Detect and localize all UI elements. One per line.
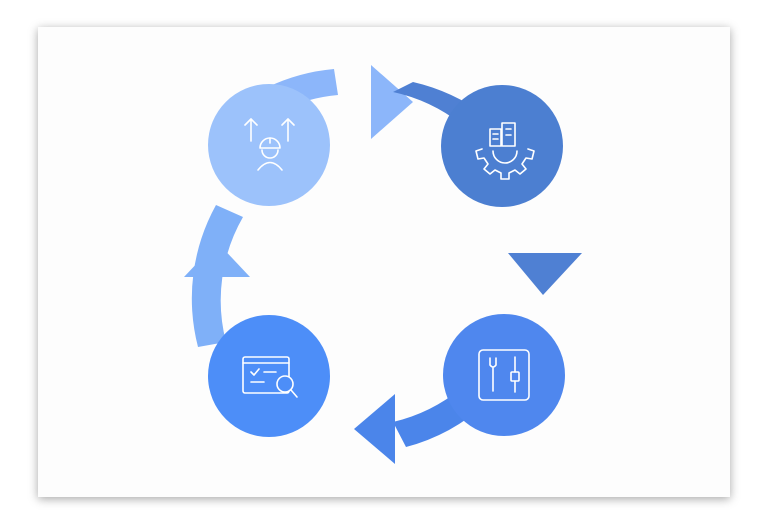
cycle-diagram (184, 65, 582, 464)
node-top-right (441, 85, 563, 207)
arrow-head-bottom (354, 394, 395, 464)
arrow-head-right (508, 253, 582, 295)
tools-panel-icon (478, 349, 530, 401)
arrow-head-left (184, 242, 250, 277)
node-bottom-right (443, 314, 565, 436)
checklist-search-icon (242, 356, 298, 398)
node-top-left (208, 84, 330, 206)
gear-factory-icon (475, 122, 535, 180)
arrow-head-top (371, 65, 413, 139)
node-bottom-left (208, 315, 330, 437)
slide-canvas (38, 27, 730, 497)
worker-growth-icon (244, 118, 295, 171)
